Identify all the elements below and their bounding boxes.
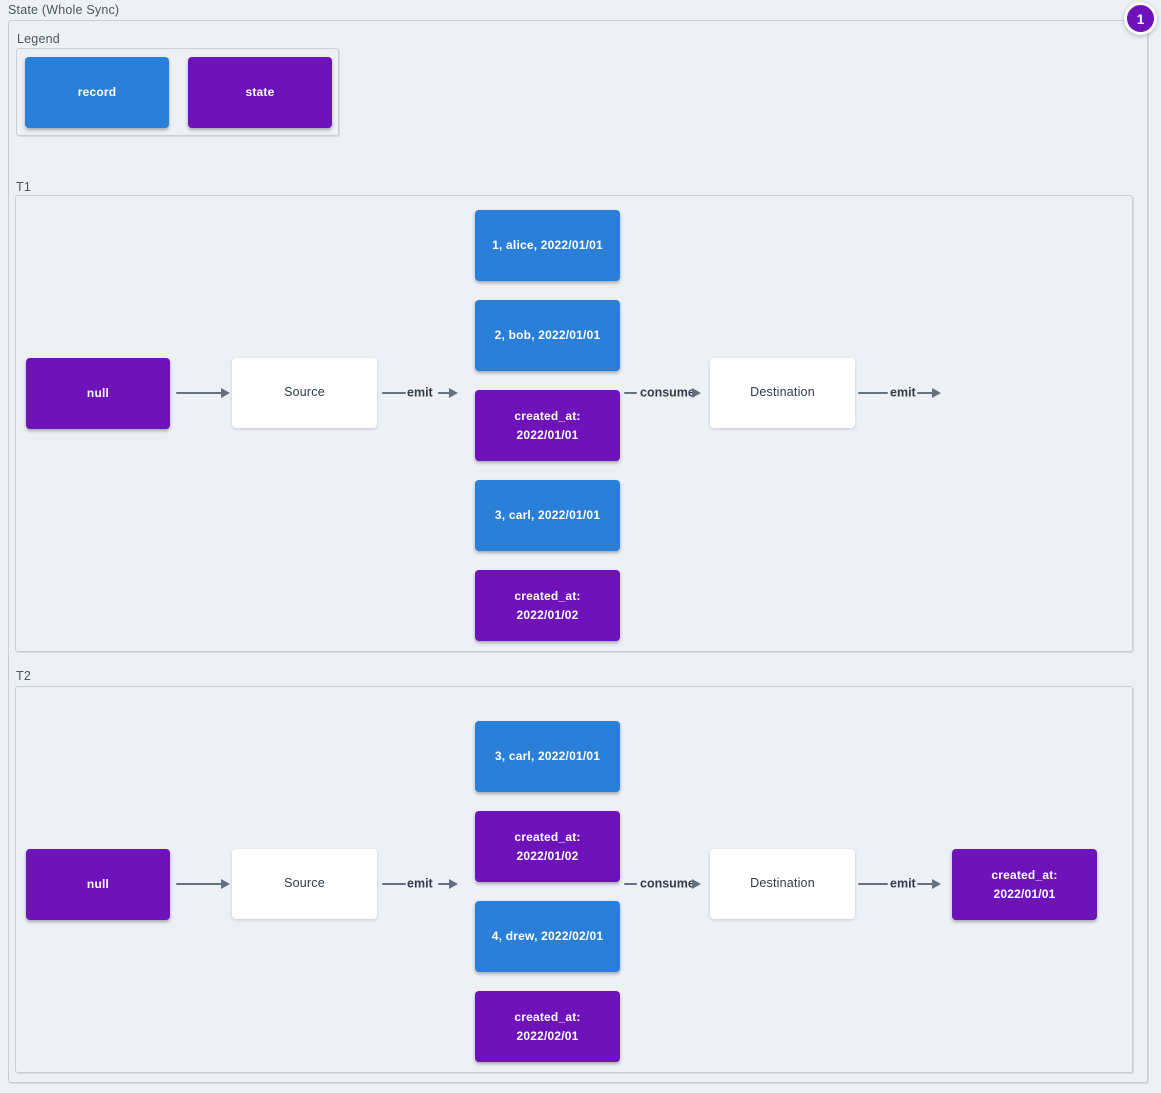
t1-emit-out-line-2 — [917, 392, 933, 394]
t2-state-node: created_at: 2022/02/01 — [475, 991, 620, 1062]
t1-emit-out-line-1 — [858, 392, 888, 394]
t2-consume-label: consume — [640, 876, 695, 891]
t1-source-node: Source — [232, 358, 377, 428]
t2-record-node: 3, carl, 2022/01/01 — [475, 721, 620, 792]
diagram-title: State (Whole Sync) — [8, 3, 120, 17]
t1-emit-out-label: emit — [890, 385, 916, 400]
t2-emit-label: emit — [407, 876, 433, 891]
legend-container — [16, 48, 339, 136]
t1-record-node: 1, alice, 2022/01/01 — [475, 210, 620, 281]
t2-emit-out-line-1 — [858, 883, 888, 885]
whole-sync-container — [8, 20, 1148, 1083]
t1-container — [15, 195, 1133, 652]
t2-consume-line — [624, 883, 637, 885]
t2-emit-out-label: emit — [890, 876, 916, 891]
t1-state-node: created_at: 2022/01/01 — [475, 390, 620, 461]
t2-state-node: created_at: 2022/01/02 — [475, 811, 620, 882]
t2-emit-out-line-2 — [917, 883, 933, 885]
step-badge: 1 — [1124, 2, 1157, 35]
t2-destination-node: Destination — [710, 849, 855, 919]
t1-arrow-null-source-head — [221, 388, 230, 398]
t1-consume-head — [692, 388, 701, 398]
t1-consume-line — [624, 392, 637, 394]
t2-emit-out-head — [932, 879, 941, 889]
t2-arrow-null-source-line — [176, 883, 222, 885]
t1-emit-line-1 — [382, 392, 406, 394]
t1-emit-out-head — [932, 388, 941, 398]
legend-state-node: state — [188, 57, 332, 128]
t1-emit-label: emit — [407, 385, 433, 400]
t2-emitted-state-node: created_at: 2022/01/01 — [952, 849, 1097, 920]
t2-consume-head — [692, 879, 701, 889]
t1-record-node: 3, carl, 2022/01/01 — [475, 480, 620, 551]
step-badge-number: 1 — [1136, 10, 1145, 27]
t1-emit-head — [449, 388, 458, 398]
t1-title: T1 — [16, 180, 31, 194]
t1-state-node: created_at: 2022/01/02 — [475, 570, 620, 641]
t2-emit-line-2 — [438, 883, 450, 885]
t1-arrow-null-source-line — [176, 392, 222, 394]
t1-null-state-node: null — [26, 358, 170, 429]
t2-emit-line-1 — [382, 883, 406, 885]
t2-source-node: Source — [232, 849, 377, 919]
t2-title: T2 — [16, 669, 31, 683]
t1-destination-node: Destination — [710, 358, 855, 428]
t2-container — [15, 686, 1133, 1073]
t1-emit-line-2 — [438, 392, 450, 394]
t2-null-state-node: null — [26, 849, 170, 920]
legend-record-node: record — [25, 57, 169, 128]
t1-record-node: 2, bob, 2022/01/01 — [475, 300, 620, 371]
t2-record-node: 4, drew, 2022/02/01 — [475, 901, 620, 972]
t2-arrow-null-source-head — [221, 879, 230, 889]
legend-title: Legend — [17, 32, 60, 46]
t2-emit-head — [449, 879, 458, 889]
t1-consume-label: consume — [640, 385, 695, 400]
